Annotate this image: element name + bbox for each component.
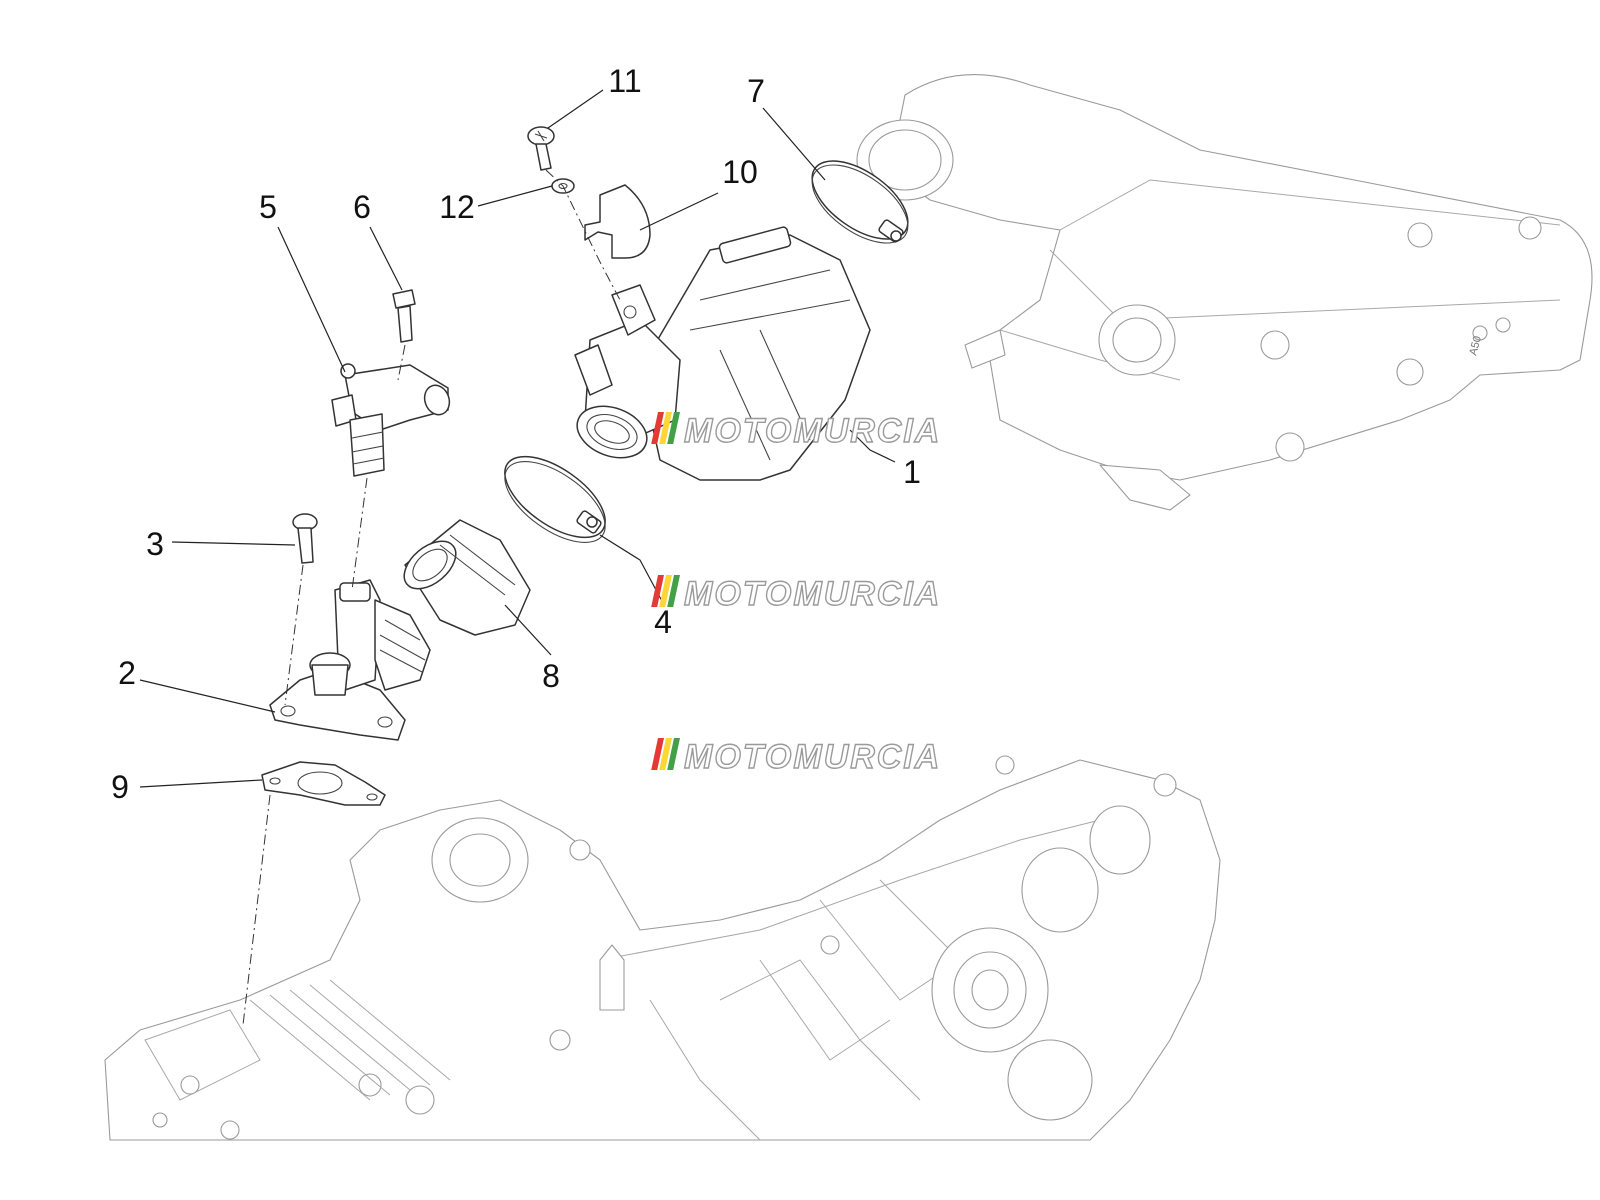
callout-2: 2 (118, 655, 136, 691)
housing-label: A50 (1467, 335, 1484, 357)
watermark-stripe (667, 412, 680, 444)
part-10-bracket (584, 184, 651, 259)
callout-3: 3 (146, 526, 164, 562)
callout-10: 10 (722, 154, 758, 190)
watermark-stripe (659, 738, 672, 770)
callout-12: 12 (439, 189, 475, 225)
part-11-screw (527, 126, 555, 171)
callout-4: 4 (654, 604, 672, 640)
part-6-bolt (392, 289, 416, 343)
callout-5: 5 (259, 189, 277, 225)
part-4-clamp (504, 455, 606, 543)
housing-mark-1-icon (1472, 325, 1488, 341)
callout-7: 7 (747, 73, 765, 109)
leader-lines (139, 89, 896, 788)
watermark-2-text: MOTOMURCIA (684, 575, 941, 613)
part-3-bolt (292, 513, 318, 564)
watermark-stripe (659, 412, 672, 444)
callout-8: 8 (542, 658, 560, 694)
part-5-injector (331, 363, 451, 477)
watermark-stripe (667, 575, 680, 607)
air-filter-housing: A50 (856, 74, 1593, 511)
watermark-3: MOTOMURCIA (651, 737, 941, 777)
callout-6: 6 (353, 189, 371, 225)
watermark-stripe (651, 575, 664, 607)
engine-crankcase (104, 755, 1221, 1141)
part-8-sleeve (403, 519, 531, 636)
housing-mark-2-icon (1495, 317, 1511, 333)
callout-1: 1 (903, 454, 921, 490)
watermark-2: MOTOMURCIA (651, 574, 941, 614)
part-9-gasket (261, 761, 386, 806)
part-1-throttle-body (574, 226, 871, 481)
watermark-stripe (659, 575, 672, 607)
watermark-stripe (667, 738, 680, 770)
callout-11: 11 (608, 63, 641, 99)
watermark-1-text: MOTOMURCIA (684, 412, 941, 450)
callout-9: 9 (111, 769, 129, 805)
watermark-1: MOTOMURCIA (651, 411, 941, 451)
callouts: 1 2 3 4 5 6 7 8 9 10 11 12 (111, 63, 921, 805)
assembly-lines (242, 169, 621, 1026)
watermark-3-text: MOTOMURCIA (684, 738, 941, 776)
watermark-stripe (651, 738, 664, 770)
watermark-stripe (651, 412, 664, 444)
part-2-intake-manifold (269, 579, 431, 741)
